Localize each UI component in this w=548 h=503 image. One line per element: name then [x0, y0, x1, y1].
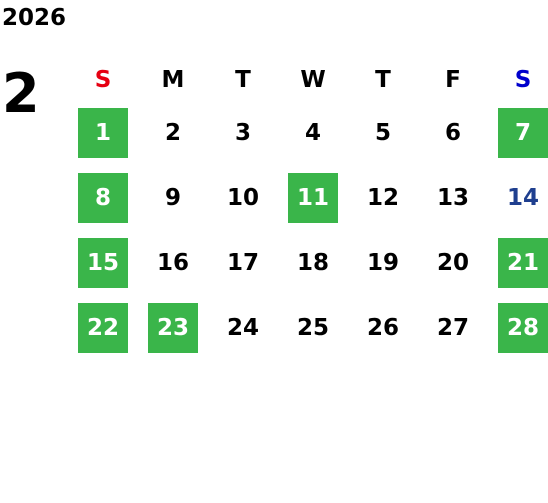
calendar-day-cell[interactable]: 9	[138, 165, 208, 230]
weekday-header: M	[161, 67, 185, 93]
calendar-month: 2	[2, 62, 40, 125]
calendar-day-cell[interactable]: 21	[488, 230, 548, 295]
calendar-day-cell[interactable]: 1	[68, 100, 138, 165]
calendar-day-highlighted: 8	[78, 172, 128, 223]
calendar-day-cell[interactable]: 24	[208, 295, 278, 360]
calendar-day-number: 3	[234, 119, 251, 146]
calendar-day-highlighted: 15	[78, 237, 128, 288]
calendar-day-number: 19	[366, 249, 399, 276]
calendar-day-cell[interactable]: 22	[68, 295, 138, 360]
calendar-day-number: 12	[366, 184, 399, 211]
calendar-day-highlighted: 22	[78, 302, 128, 353]
calendar-day-cell[interactable]: 26	[348, 295, 418, 360]
weekday-header: T	[235, 67, 251, 93]
calendar-day-cell[interactable]: 8	[68, 165, 138, 230]
weekday-header: F	[445, 67, 461, 93]
calendar-day-cell[interactable]: 7	[488, 100, 548, 165]
weekday-header: S	[94, 67, 112, 93]
calendar-day-number: 16	[156, 249, 189, 276]
calendar-day-highlighted: 11	[288, 172, 338, 223]
calendar-day-number: 27	[436, 314, 469, 341]
calendar-day-cell[interactable]: 4	[278, 100, 348, 165]
calendar-day-number: 2	[164, 119, 181, 146]
weekday-header: W	[300, 67, 326, 93]
calendar-day-number: 5	[374, 119, 391, 146]
calendar-day-number: 6	[444, 119, 461, 146]
calendar-day-cell[interactable]: 13	[418, 165, 488, 230]
calendar-day-cell[interactable]: 11	[278, 165, 348, 230]
calendar-day-number: 20	[436, 249, 469, 276]
calendar-day-highlighted: 7	[498, 107, 548, 158]
calendar-day-number: 4	[304, 119, 321, 146]
calendar-day-number: 17	[226, 249, 259, 276]
calendar-day-number: 26	[366, 314, 399, 341]
calendar-day-cell[interactable]: 15	[68, 230, 138, 295]
calendar-day-cell[interactable]: 20	[418, 230, 488, 295]
calendar-year: 2026	[2, 5, 67, 31]
calendar-day-cell[interactable]: 16	[138, 230, 208, 295]
calendar-day-cell[interactable]: 2	[138, 100, 208, 165]
calendar-day-highlighted: 21	[498, 237, 548, 288]
calendar-day-cell[interactable]: 6	[418, 100, 488, 165]
weekday-header: T	[375, 67, 391, 93]
calendar-day-cell[interactable]: 10	[208, 165, 278, 230]
weekday-header: S	[514, 67, 532, 93]
calendar-day-cell[interactable]: 23	[138, 295, 208, 360]
calendar-day-cell[interactable]: 25	[278, 295, 348, 360]
calendar-day-number: 9	[164, 184, 181, 211]
calendar-day-highlighted: 1	[78, 107, 128, 158]
calendar-day-number: 24	[226, 314, 259, 341]
calendar-day-highlighted: 28	[498, 302, 548, 353]
calendar-day-cell[interactable]: 12	[348, 165, 418, 230]
calendar-day-cell[interactable]: 27	[418, 295, 488, 360]
calendar-day-cell[interactable]: 17	[208, 230, 278, 295]
calendar-day-cell[interactable]: 18	[278, 230, 348, 295]
calendar-day-number: 25	[296, 314, 329, 341]
calendar-day-number: 18	[296, 249, 329, 276]
calendar-day-number: 13	[436, 184, 469, 211]
calendar-day-cell[interactable]: 28	[488, 295, 548, 360]
calendar-day-highlighted: 23	[148, 302, 198, 353]
calendar-day-cell[interactable]: 19	[348, 230, 418, 295]
calendar-day-cell[interactable]: 5	[348, 100, 418, 165]
calendar-day-number: 10	[226, 184, 259, 211]
calendar-day-cell[interactable]: 3	[208, 100, 278, 165]
calendar-day-number: 14	[506, 184, 539, 211]
calendar-day-cell[interactable]: 14	[488, 165, 548, 230]
